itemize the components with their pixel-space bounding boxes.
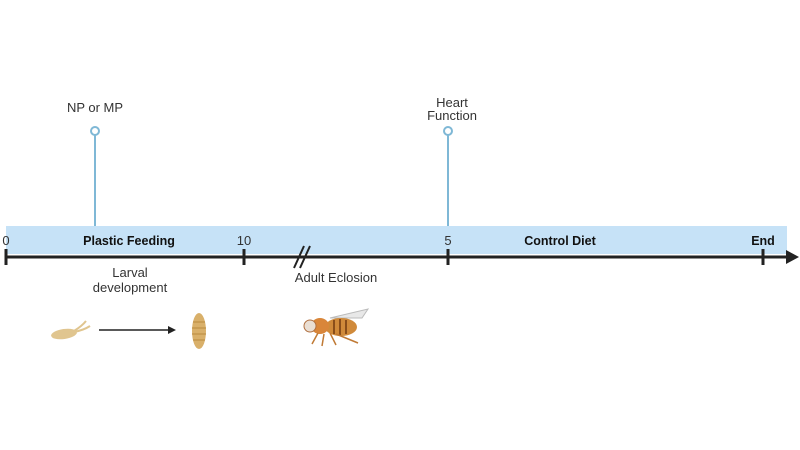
marker-heart-function: Heart Function bbox=[427, 95, 477, 226]
larval-label-line: development bbox=[93, 280, 168, 295]
axis-break-icon bbox=[293, 245, 305, 269]
egg-icon bbox=[51, 320, 91, 340]
marker-label: NP or MP bbox=[67, 100, 123, 115]
arrow-head-icon bbox=[786, 250, 799, 264]
tick-label: 0 bbox=[2, 233, 9, 248]
arrow-icon bbox=[99, 326, 176, 334]
timeline-axis bbox=[4, 245, 799, 269]
phase-label: Control Diet bbox=[524, 234, 596, 248]
timeline-band bbox=[6, 226, 787, 254]
fly-icon bbox=[303, 308, 370, 347]
marker-label-line: Function bbox=[427, 108, 477, 123]
tick-label: End bbox=[751, 234, 775, 248]
larva-icon bbox=[192, 313, 206, 349]
break-label: Adult Eclosion bbox=[295, 270, 377, 285]
tick-label: 5 bbox=[444, 233, 451, 248]
marker-np-mp: NP or MP bbox=[67, 100, 123, 226]
tick-label: 10 bbox=[237, 233, 251, 248]
phase-label: Plastic Feeding bbox=[83, 234, 175, 248]
marker-label-line: Heart bbox=[436, 95, 468, 110]
larval-label-line: Larval bbox=[112, 265, 148, 280]
